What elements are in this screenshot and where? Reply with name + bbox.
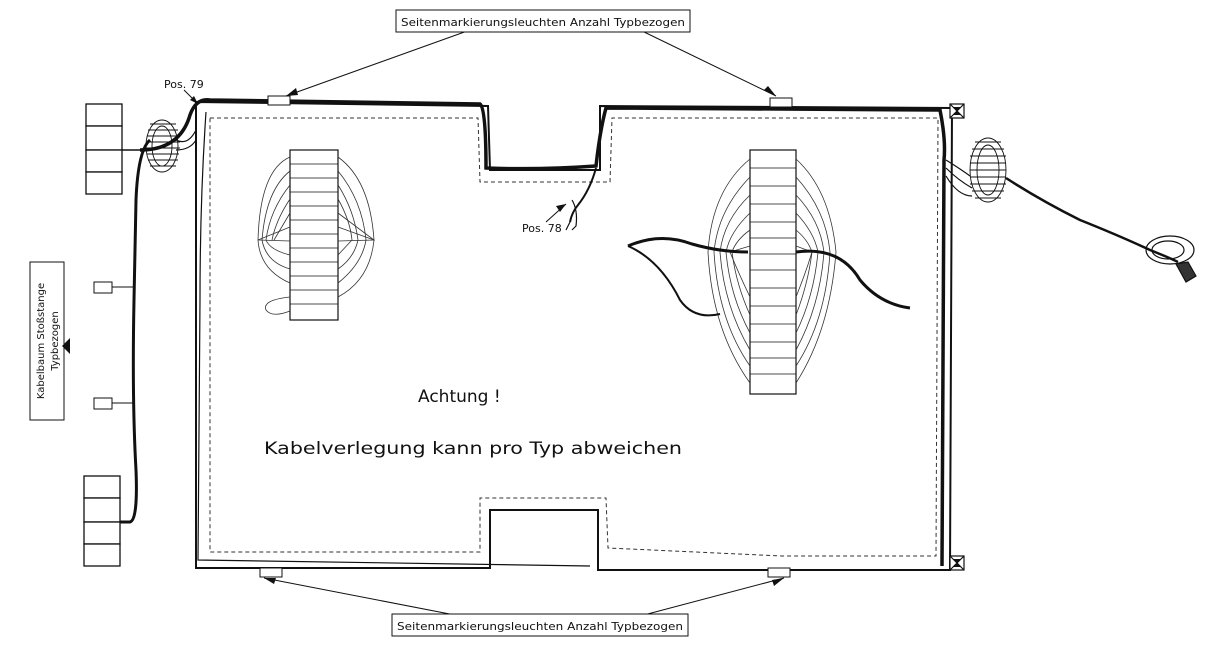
left-junction-block — [257, 149, 376, 321]
bumper-plug-upper — [93, 281, 113, 294]
bottom-callout-arrow-right — [639, 577, 785, 617]
right-coil-connector — [945, 137, 1007, 203]
pos78-label: Pos. 78 — [522, 222, 562, 235]
side-callout-line1: Kabelbaum Stoßstange — [36, 283, 47, 399]
bottom-callout-box — [391, 613, 689, 637]
side-callout-arrow — [62, 338, 70, 354]
top-callout-label: Seitenmarkierungsleuchten Anzahl Typbezo… — [401, 16, 685, 29]
bottom-callout-arrow-left — [263, 577, 461, 617]
trailer-plug-cable — [1005, 176, 1179, 264]
top-callout-arrow-left — [285, 29, 471, 97]
bottom-callout-label: Seitenmarkierungsleuchten Anzahl Typbezo… — [397, 620, 683, 633]
corner-connector-bottom-right — [949, 555, 965, 571]
right-block-feed-wire — [627, 236, 911, 310]
routing-note: Kabelverlegung kann pro Typ abweichen — [264, 439, 682, 459]
taillight-bottom-left — [83, 475, 121, 567]
pos78-branch — [569, 167, 597, 223]
corner-connector-top-right — [949, 103, 965, 119]
bumper-plug-lower — [93, 397, 113, 410]
pos78-stub — [565, 199, 578, 231]
right-junction-block — [707, 149, 837, 395]
bumper-cable — [120, 138, 152, 524]
bottom-lamp-right — [767, 567, 791, 578]
main-cable-top — [139, 98, 947, 567]
pos79-label: Pos. 79 — [164, 78, 204, 91]
side-callout: Kabelbaum Stoßstange Typbezogen — [29, 261, 65, 421]
bottom-lamp-left — [259, 567, 283, 578]
warning-text: Achtung ! — [418, 387, 501, 407]
top-lamp-right — [769, 97, 793, 108]
inner-dashed-outline — [209, 117, 939, 557]
top-lamp-left — [267, 95, 291, 106]
top-callout-arrow-right — [639, 29, 777, 97]
top-callout-box — [395, 9, 691, 33]
trailer-plug — [1145, 235, 1197, 283]
side-callout-line2: Typbezogen — [50, 311, 61, 372]
taillight-top-left — [85, 103, 123, 195]
left-coil-connector — [145, 119, 197, 173]
inner-cable-run — [197, 111, 591, 567]
